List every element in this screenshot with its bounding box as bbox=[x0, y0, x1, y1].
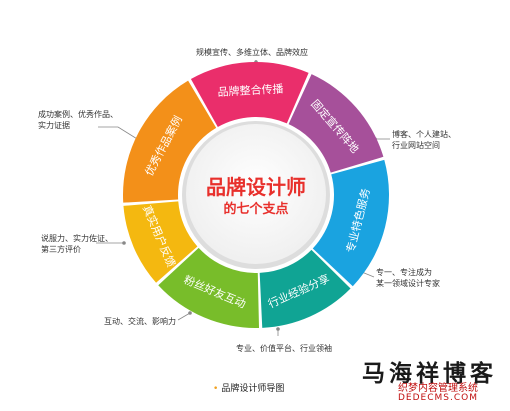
watermark-subtitle: 织梦内容管理系统 bbox=[398, 383, 478, 394]
ring-segment bbox=[259, 249, 351, 328]
annotation-line: 专一、专注成为 bbox=[376, 268, 432, 277]
leader-dot bbox=[188, 311, 192, 315]
annotation-line: 行业网站空间 bbox=[392, 141, 440, 150]
annotation-line: 成功案例、优秀作品、 bbox=[38, 110, 118, 119]
pivot-annotation: 博客、个人建站、行业网站空间 bbox=[392, 129, 456, 151]
pivot-annotation: 成功案例、优秀作品、实力证据 bbox=[38, 109, 118, 131]
annotation-line: 专业、价值平台、行业领袖 bbox=[236, 344, 332, 353]
annotation-line: 博客、个人建站、 bbox=[392, 130, 456, 139]
ring-segment bbox=[288, 74, 384, 173]
center-title: 品牌设计师 bbox=[206, 175, 306, 199]
leader-dot bbox=[122, 241, 126, 245]
segment-label: 品牌整合传播 bbox=[217, 81, 284, 98]
annotation-line: 规模宣传、多维立体、品牌效应 bbox=[196, 48, 308, 57]
pivot-annotation: 互动、交流、影响力 bbox=[104, 316, 176, 327]
ring-segment bbox=[312, 159, 389, 287]
pivot-annotation: 规模宣传、多维立体、品牌效应 bbox=[196, 47, 308, 58]
watermark-url: DEDECMS.COM bbox=[398, 393, 478, 403]
pivot-annotation: 专一、专注成为某一领域设计专家 bbox=[376, 267, 440, 289]
ring-segments: 品牌整合传播固定宣传阵地专业特色服务行业经验分享粉丝好友互动真实用户反馈优秀作品… bbox=[122, 62, 389, 328]
pivot-annotation: 专业、价值平台、行业领袖 bbox=[236, 343, 332, 354]
annotation-line: 某一领域设计专家 bbox=[376, 279, 440, 288]
annotation-line: 第三方评价 bbox=[41, 245, 81, 254]
leader-line bbox=[177, 312, 191, 321]
annotation-line: 说服力、实力佐证、 bbox=[41, 234, 113, 243]
ring-segment bbox=[190, 62, 309, 127]
center-circle bbox=[186, 124, 326, 264]
center-subtitle: 的七个支点 bbox=[223, 201, 288, 217]
pivot-annotation: 说服力、实力佐证、第三方评价 bbox=[41, 233, 113, 255]
ring-segment bbox=[123, 201, 198, 283]
annotation-line: 互动、交流、影响力 bbox=[104, 317, 176, 326]
annotation-line: 实力证据 bbox=[38, 121, 70, 130]
bullet-dot-icon: • bbox=[213, 384, 219, 394]
caption: •品牌设计师导图 bbox=[213, 384, 285, 394]
watermark-title: 马海祥博客 bbox=[362, 360, 497, 387]
leader-line bbox=[98, 126, 143, 143]
leader-dot bbox=[276, 327, 280, 331]
ring-segment bbox=[122, 80, 217, 203]
ring-segment bbox=[158, 247, 260, 328]
